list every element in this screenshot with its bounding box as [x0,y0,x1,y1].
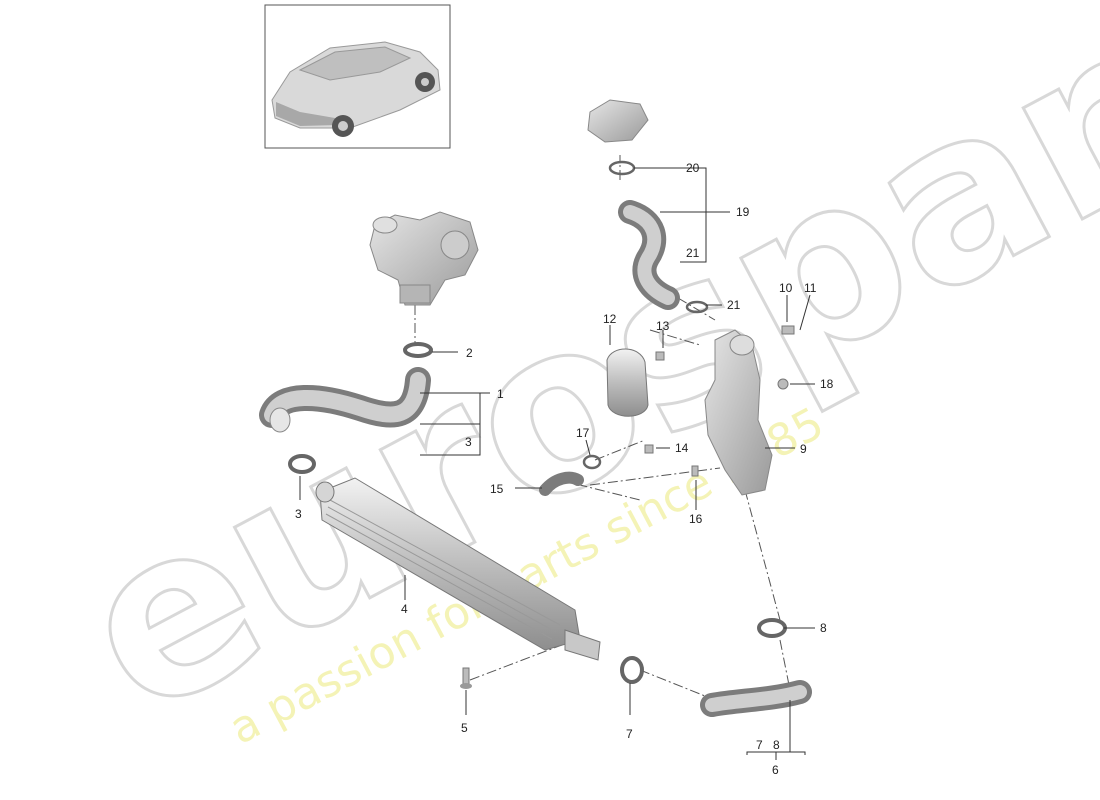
seal-ring-20 [608,160,636,176]
clip-16 [691,465,699,477]
callout-numbers: 2 1 3 3 4 5 7 8 7 8 6 20 19 21 21 12 13 … [295,161,834,777]
seal-ring-21 [685,300,709,314]
throttle-housing [587,99,649,143]
callout-10: 10 [779,281,793,295]
callout-3: 3 [295,507,302,521]
callout-15: 15 [490,482,504,496]
callout-7: 7 [626,727,633,741]
callout-8: 8 [820,621,827,635]
callout-19: 19 [736,205,750,219]
suv-car-icon [271,41,441,137]
intercooler [315,477,601,661]
callout-21: 21 [727,298,741,312]
leader-lines [299,167,815,760]
bolt-10-11 [781,325,795,335]
watermark-brand: eurospares [40,0,1100,769]
hose-clamp-2 [403,342,433,358]
hose-15 [539,471,584,496]
hose-clamp-7 [620,656,644,684]
callout-8-bracket: 8 [773,738,780,752]
callout-16: 16 [689,512,703,526]
callout-11: 11 [804,281,817,295]
callout-2: 2 [466,346,473,360]
callout-12: 12 [603,312,617,326]
screw-14 [644,444,654,454]
callout-1: 1 [497,387,504,401]
callout-14: 14 [675,441,689,455]
nut-18 [777,378,789,390]
turbocharger [369,211,479,306]
charge-air-hose-1 [259,367,431,433]
callout-20: 20 [686,161,700,175]
charge-air-duct-9 [704,329,773,496]
callout-4: 4 [401,602,408,616]
charge-air-pipe-19 [618,200,680,310]
small-fittings [539,325,795,496]
callout-17: 17 [576,426,590,440]
bolt-5 [460,667,472,689]
charge-air-hose-6 [700,680,812,717]
hose-clamp-8 [757,618,787,638]
callout-7-bracket: 7 [756,738,763,752]
callout-3-bracket: 3 [465,435,472,449]
callout-5: 5 [461,721,468,735]
seal-ring-17 [582,454,602,470]
callout-18: 18 [820,377,834,391]
nut-13 [655,351,665,361]
guide-lines [414,155,791,701]
callout-9: 9 [800,442,807,456]
watermark: eurospares a passion for parts since 198… [39,0,1100,770]
resonator-12 [606,348,649,417]
callout-21-bracket: 21 [686,246,700,260]
callout-13: 13 [656,319,670,333]
callout-6: 6 [772,763,779,777]
hose-clamp-3 [288,454,316,474]
vehicle-thumbnail [264,4,451,149]
